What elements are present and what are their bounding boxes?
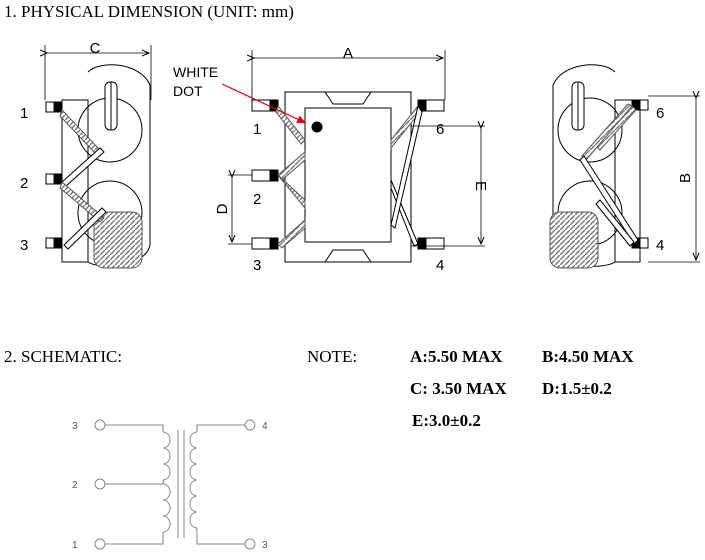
- callout-white: WHITE: [173, 64, 218, 80]
- top-view: [228, 50, 485, 263]
- top-view-pin-6: 6: [436, 121, 444, 138]
- left-side-view: [45, 45, 152, 269]
- top-view-pin-1: 1: [253, 121, 261, 138]
- schematic-pin-1: 1: [72, 540, 78, 551]
- dimension-label-a: A: [343, 45, 353, 62]
- right-view-pin-6: 6: [656, 105, 664, 122]
- top-view-pin-3: 3: [253, 257, 261, 274]
- schematic-pin-3-right: 3: [262, 540, 268, 551]
- schematic-pin-3-left: 3: [72, 421, 78, 432]
- schematic-pin-2: 2: [72, 480, 78, 491]
- left-view-pin-1: 1: [20, 105, 28, 122]
- note-dimension-b: B:4.50 MAX: [542, 347, 634, 366]
- transformer-schematic: [94, 419, 256, 550]
- section-title-physical-dimension: 1. PHYSICAL DIMENSION (UNIT: mm): [4, 2, 294, 21]
- white-dot-marker: [311, 121, 323, 133]
- white-dot-callout-arrow: [221, 83, 307, 124]
- schematic-pin-4: 4: [262, 421, 268, 432]
- note-dimension-d: D:1.5±0.2: [542, 379, 612, 398]
- section-title-schematic: 2. SCHEMATIC:: [4, 347, 123, 366]
- dimension-label-e: E: [472, 181, 489, 191]
- left-view-pin-2: 2: [20, 175, 28, 192]
- dimension-label-d: D: [214, 203, 231, 214]
- top-view-pin-4: 4: [436, 257, 444, 274]
- right-side-view: [549, 64, 700, 269]
- right-view-pin-4: 4: [656, 237, 664, 254]
- note-dimension-c: C: 3.50 MAX: [410, 379, 507, 398]
- top-view-pin-2: 2: [253, 191, 261, 208]
- left-view-pin-3: 3: [20, 237, 28, 254]
- note-dimension-a: A:5.50 MAX: [410, 347, 503, 366]
- note-dimension-e: E:3.0±0.2: [412, 411, 481, 430]
- dimension-label-c: C: [90, 40, 101, 57]
- dimension-label-b: B: [677, 173, 694, 183]
- note-label: NOTE:: [307, 347, 358, 366]
- callout-dot: DOT: [173, 83, 203, 99]
